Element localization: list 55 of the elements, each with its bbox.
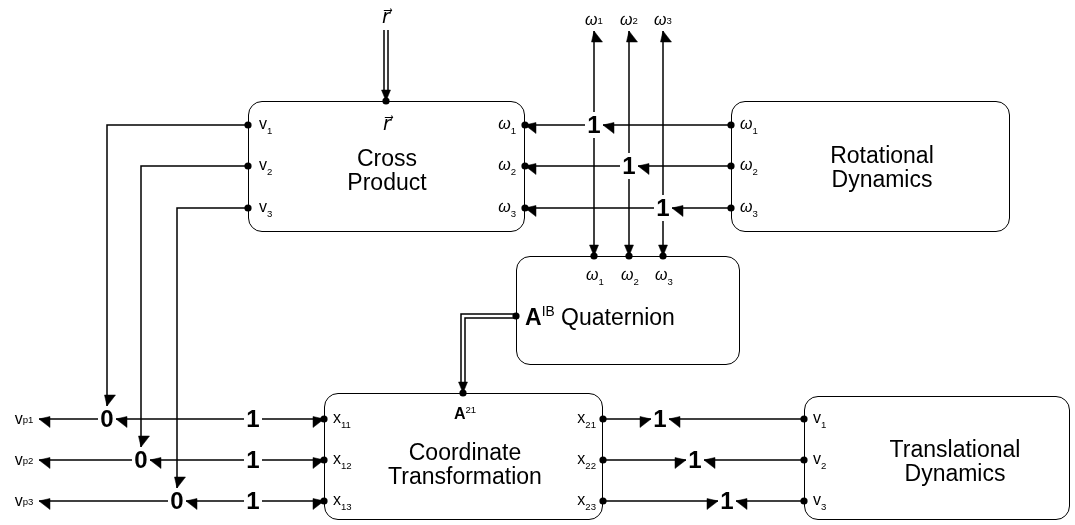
rounded-box — [804, 396, 1070, 520]
port-label: v$_{1}$ — [259, 116, 273, 136]
port-label: A$^{21}$ — [453, 404, 477, 424]
rounded-box — [248, 101, 525, 232]
bond-arrow — [149, 457, 245, 469]
port-label: ω$_{1}$ — [498, 116, 516, 136]
port-label: ω$_{1}$ — [740, 116, 758, 136]
junction-label: 0 — [98, 406, 116, 432]
box-title: A$^{IB}$ Quaternion — [525, 304, 675, 330]
port-label: x$_{21}$ — [577, 410, 596, 430]
port-label: ω$_{2}$ — [498, 157, 516, 177]
junction-label: 1 — [651, 406, 669, 432]
port-label: x$_{13}$ — [333, 492, 352, 512]
bond-arrow — [38, 416, 99, 428]
port-label: ω$_{3}$ — [740, 199, 758, 219]
port-label: ω$_{3}$ — [655, 267, 673, 287]
junction-label: 1 — [244, 406, 262, 432]
port-label: r⃗ — [383, 114, 391, 134]
port-label: ω$_{1}$ — [586, 267, 604, 287]
rounded-box — [731, 101, 1010, 232]
box-title: Cross Product — [346, 145, 428, 195]
port-label: ω$_{2}$ — [740, 157, 758, 177]
port-label: v$_{1}$ — [813, 410, 827, 430]
junction-label: 1 — [244, 488, 262, 514]
bond-arrow — [38, 457, 133, 469]
variable-label: r⃗ — [376, 2, 396, 30]
junction-label: 1 — [244, 447, 262, 473]
port-label: x$_{12}$ — [333, 451, 352, 471]
junction-label: 0 — [132, 447, 150, 473]
bond-arrow — [660, 30, 672, 196]
port-label: v$_{2}$ — [813, 451, 827, 471]
port-label: x$_{11}$ — [333, 410, 351, 430]
bond-arrow — [38, 498, 169, 510]
junction-label: 1 — [718, 488, 736, 514]
box-title: Rotational Dynamics — [829, 142, 935, 192]
box-title: Translational Dynamics — [888, 436, 1022, 486]
junction-label: 0 — [168, 488, 186, 514]
bond-arrow — [591, 30, 603, 113]
port-label: x$_{22}$ — [577, 451, 596, 471]
junction-label: 1 — [585, 112, 603, 138]
port-label: x$_{23}$ — [577, 492, 596, 512]
bond-arrow — [185, 498, 245, 510]
port-label: ω$_{3}$ — [498, 199, 516, 219]
bond-arrow — [115, 416, 245, 428]
box-title: Coordinate Transformation — [387, 439, 543, 489]
port-label: v$_{3}$ — [813, 492, 827, 512]
port-label: ω$_{2}$ — [621, 267, 639, 287]
rounded-box — [516, 256, 740, 365]
port-label: v$_{3}$ — [259, 199, 273, 219]
port-label: v$_{2}$ — [259, 157, 273, 177]
rounded-box — [324, 393, 603, 520]
junction-label: 1 — [620, 153, 638, 179]
junction-label: 1 — [654, 195, 672, 221]
junction-label: 1 — [686, 447, 704, 473]
bond-arrow — [626, 30, 638, 154]
